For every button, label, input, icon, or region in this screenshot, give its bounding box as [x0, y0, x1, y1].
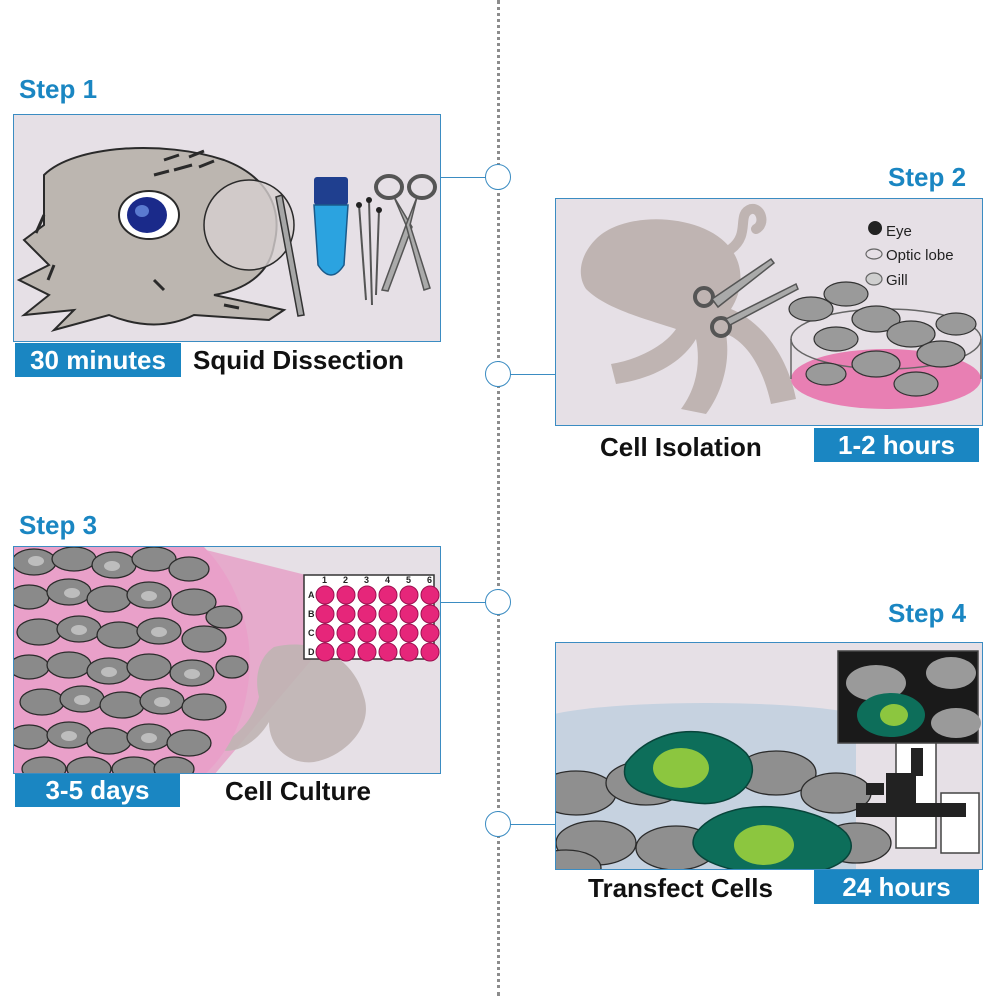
- cultured-cells: [14, 547, 250, 773]
- step3-timeline-node: [485, 589, 511, 615]
- plate-well: [357, 623, 377, 643]
- isolated-cells: [788, 281, 977, 397]
- plate-well: [420, 585, 440, 605]
- forceps: [275, 194, 305, 317]
- plate-well: [420, 623, 440, 643]
- transfected-nucleus-2: [734, 825, 794, 865]
- plate-well: [357, 604, 377, 624]
- squid-silhouette: [214, 644, 366, 763]
- step1-title: Squid Dissection: [193, 345, 404, 375]
- legend-gill: Gill: [886, 272, 908, 289]
- step1-panel: [13, 114, 441, 342]
- step1-duration-badge: 30 minutes: [15, 343, 181, 377]
- step3-label: Step 3: [19, 510, 98, 540]
- tissue-legend: Eye Optic lobe Gill: [865, 221, 954, 289]
- transfection-illustration: [556, 650, 981, 869]
- step3-title: Cell Culture: [225, 776, 371, 806]
- plate-row-label: A: [308, 590, 315, 600]
- plate-row-label: C: [308, 628, 315, 638]
- plate-well: [420, 604, 440, 624]
- optic-lobe-overlay: [203, 179, 295, 271]
- plate-column-label: 6: [427, 575, 432, 585]
- plate-well: [336, 623, 356, 643]
- fluorescence-inset: [837, 650, 981, 744]
- step4-label: Step 4: [888, 598, 967, 628]
- plate-well: [336, 642, 356, 662]
- squid-silhouette: [580, 219, 796, 414]
- plate-column-label: 2: [343, 575, 348, 585]
- plate-well: [357, 585, 377, 605]
- step2-connector: [510, 374, 555, 375]
- step4-title: Transfect Cells: [588, 873, 773, 903]
- dissection-pins: [358, 199, 380, 306]
- step2-label: Step 2: [888, 162, 967, 192]
- cell-isolation-illustration: Eye Optic lobe Gill: [580, 203, 982, 414]
- cell-layer: [556, 750, 892, 869]
- step2-timeline-node: [485, 361, 511, 387]
- legend-optic-lobe: Optic lobe: [886, 247, 954, 264]
- plate-well: [315, 604, 335, 624]
- step2-title: Cell Isolation: [600, 432, 762, 462]
- plate-well: [357, 642, 377, 662]
- step4-panel: [555, 642, 983, 870]
- plate-row-label: B: [308, 609, 315, 619]
- plate-well: [336, 604, 356, 624]
- step3-connector: [441, 602, 486, 603]
- step1-label: Step 1: [19, 74, 98, 104]
- plate-well: [399, 623, 419, 643]
- step4-connector: [510, 824, 555, 825]
- step4-duration-badge: 24 hours: [814, 870, 979, 904]
- step1-connector: [441, 177, 486, 178]
- step4-timeline-node: [485, 811, 511, 837]
- tube: [313, 204, 349, 276]
- plate-column-label: 4: [385, 575, 390, 585]
- step3-duration-badge: 3-5 days: [15, 774, 180, 807]
- plate-well: [315, 623, 335, 643]
- scissors: [374, 174, 437, 292]
- scissors: [693, 257, 799, 338]
- plate-column-label: 5: [406, 575, 411, 585]
- plate-well: [399, 585, 419, 605]
- step2-duration-badge: 1-2 hours: [814, 428, 979, 462]
- plate-well: [399, 604, 419, 624]
- plate-well: [399, 642, 419, 662]
- step1-timeline-node: [485, 164, 511, 190]
- gill-icon: [865, 272, 883, 286]
- transfected-nucleus-1: [653, 748, 709, 788]
- legend-eye: Eye: [886, 223, 912, 240]
- optic-lobe-icon: [865, 248, 883, 260]
- squid-dissection-illustration: [16, 147, 437, 332]
- plate-well: [315, 642, 335, 662]
- tube-cap: [314, 177, 348, 205]
- plate-well: [420, 642, 440, 662]
- plate-column-label: 1: [322, 575, 327, 585]
- plate-well: [315, 585, 335, 605]
- plate-well: [336, 585, 356, 605]
- plate-well: [378, 642, 398, 662]
- step2-panel: Eye Optic lobe Gill: [555, 198, 983, 426]
- eye-icon: [868, 221, 883, 235]
- timeline-line: [497, 0, 500, 996]
- squid-skin-marks: [34, 149, 240, 310]
- plate-well: [378, 623, 398, 643]
- plate-well: [378, 585, 398, 605]
- plate-well: [378, 604, 398, 624]
- plate-row-label: D: [308, 647, 315, 657]
- plate-column-label: 3: [364, 575, 369, 585]
